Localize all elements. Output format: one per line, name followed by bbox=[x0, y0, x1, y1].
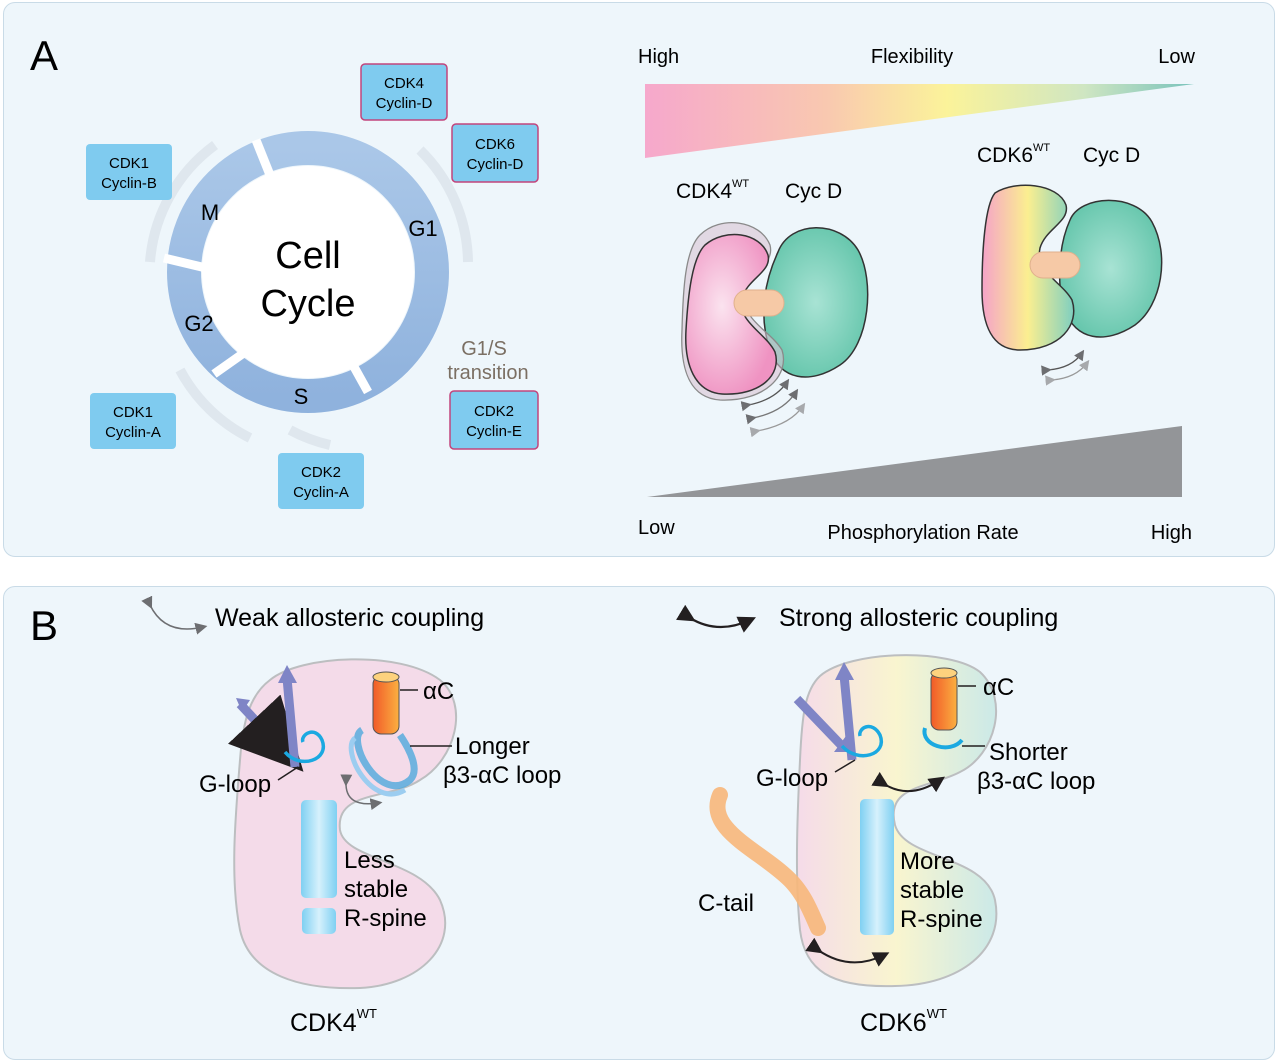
cdk4-spine-line2: stable bbox=[344, 876, 408, 903]
complex-cdk4-cyclin-d: CDK4 Cyclin-D bbox=[360, 63, 448, 121]
complex-cdk2-cyclin-e: CDK2 Cyclin-E bbox=[449, 390, 539, 450]
phase-g2: G2 bbox=[184, 311, 213, 336]
cdk6-loop-label-line2: β3-αC loop bbox=[977, 768, 1095, 795]
cdk4-loop-label-line1: Longer bbox=[455, 733, 530, 760]
cell-cycle-title-line1: Cell bbox=[275, 235, 340, 277]
phospho-title: Phosphorylation Rate bbox=[827, 522, 1018, 544]
cdk4-weak-coupling-arrows bbox=[740, 378, 806, 438]
svg-text:Cyclin-B: Cyclin-B bbox=[101, 175, 157, 192]
svg-text:Cyclin-A: Cyclin-A bbox=[293, 484, 349, 501]
svg-text:Cyclin-E: Cyclin-E bbox=[466, 423, 522, 440]
g1s-transition-line2: transition bbox=[447, 362, 528, 384]
cdk4-g-loop-label: G-loop bbox=[199, 771, 271, 798]
cdk4-alpha-c-label: αC bbox=[423, 678, 454, 705]
cdk6-spine-line3: R-spine bbox=[900, 906, 983, 933]
phospho-low-label: Low bbox=[638, 517, 675, 539]
flexibility-wedge bbox=[645, 84, 1194, 158]
cdk6-structure-label: CDK6WT bbox=[977, 142, 1050, 167]
cdk4-cycd-label: Cyc D bbox=[785, 180, 842, 203]
cdk6-cycd-structure bbox=[981, 184, 1163, 351]
cdk6-loop-label-line1: Shorter bbox=[989, 739, 1068, 766]
weak-coupling-arrow-icon bbox=[141, 595, 208, 635]
svg-text:Cyclin-D: Cyclin-D bbox=[376, 95, 433, 112]
phase-g1: G1 bbox=[408, 216, 437, 241]
panel-a-label: A bbox=[30, 32, 58, 79]
phase-s: S bbox=[294, 384, 309, 409]
cdk4-spine-line3: R-spine bbox=[344, 905, 427, 932]
strong-coupling-legend: Strong allosteric coupling bbox=[779, 604, 1058, 632]
phosphorylation-wedge bbox=[647, 426, 1182, 497]
panel-b-label: B bbox=[30, 602, 58, 649]
cdk6-c-tail-label: C-tail bbox=[698, 890, 754, 917]
flexibility-title: Flexibility bbox=[871, 46, 953, 68]
cdk4-kinase-diagram bbox=[227, 658, 457, 990]
cdk4-structure-label: CDK4WT bbox=[676, 178, 749, 203]
cdk6-alpha-c-label: αC bbox=[983, 674, 1014, 701]
complex-cdk2-cyclin-a: CDK2 Cyclin-A bbox=[278, 453, 364, 509]
complex-cdk1-cyclin-b: CDK1 Cyclin-B bbox=[86, 144, 172, 200]
cdk6-spine-line1: More bbox=[900, 848, 955, 875]
strong-coupling-arrow-icon bbox=[676, 604, 756, 633]
svg-text:CDK2: CDK2 bbox=[474, 403, 514, 420]
cdk4-cycd-structure bbox=[681, 222, 869, 401]
svg-text:CDK4: CDK4 bbox=[384, 75, 424, 92]
weak-coupling-legend: Weak allosteric coupling bbox=[215, 604, 484, 632]
svg-text:CDK1: CDK1 bbox=[109, 155, 149, 172]
phase-m: M bbox=[201, 200, 219, 225]
svg-text:CDK1: CDK1 bbox=[113, 404, 153, 421]
svg-text:Cyclin-A: Cyclin-A bbox=[105, 424, 161, 441]
cdk6-name-label: CDK6WT bbox=[860, 1006, 947, 1037]
cdk6-g-loop-label: G-loop bbox=[756, 765, 828, 792]
svg-text:CDK6: CDK6 bbox=[475, 136, 515, 153]
flexibility-high-label: High bbox=[638, 46, 679, 68]
panel-b bbox=[3, 586, 1275, 1060]
cell-cycle-ring bbox=[162, 131, 449, 413]
cdk6-kinase-diagram bbox=[709, 654, 998, 988]
svg-text:CDK2: CDK2 bbox=[301, 464, 341, 481]
cell-cycle-title-line2: Cycle bbox=[260, 283, 355, 325]
complex-cdk1-cyclin-a: CDK1 Cyclin-A bbox=[90, 393, 176, 449]
cdk4-loop-label-line2: β3-αC loop bbox=[443, 762, 561, 789]
flexibility-low-label: Low bbox=[1158, 46, 1195, 68]
svg-text:Cyclin-D: Cyclin-D bbox=[467, 156, 524, 173]
g1s-transition-line1: G1/S bbox=[461, 338, 507, 360]
cdk6-strong-coupling-arrows bbox=[1041, 349, 1090, 386]
cdk4-spine-line1: Less bbox=[344, 847, 395, 874]
phospho-high-label: High bbox=[1151, 522, 1192, 544]
complex-cdk6-cyclin-d: CDK6 Cyclin-D bbox=[451, 123, 539, 183]
cdk6-cycd-label: Cyc D bbox=[1083, 144, 1140, 167]
cdk6-spine-line2: stable bbox=[900, 877, 964, 904]
cdk4-name-label: CDK4WT bbox=[290, 1006, 377, 1037]
